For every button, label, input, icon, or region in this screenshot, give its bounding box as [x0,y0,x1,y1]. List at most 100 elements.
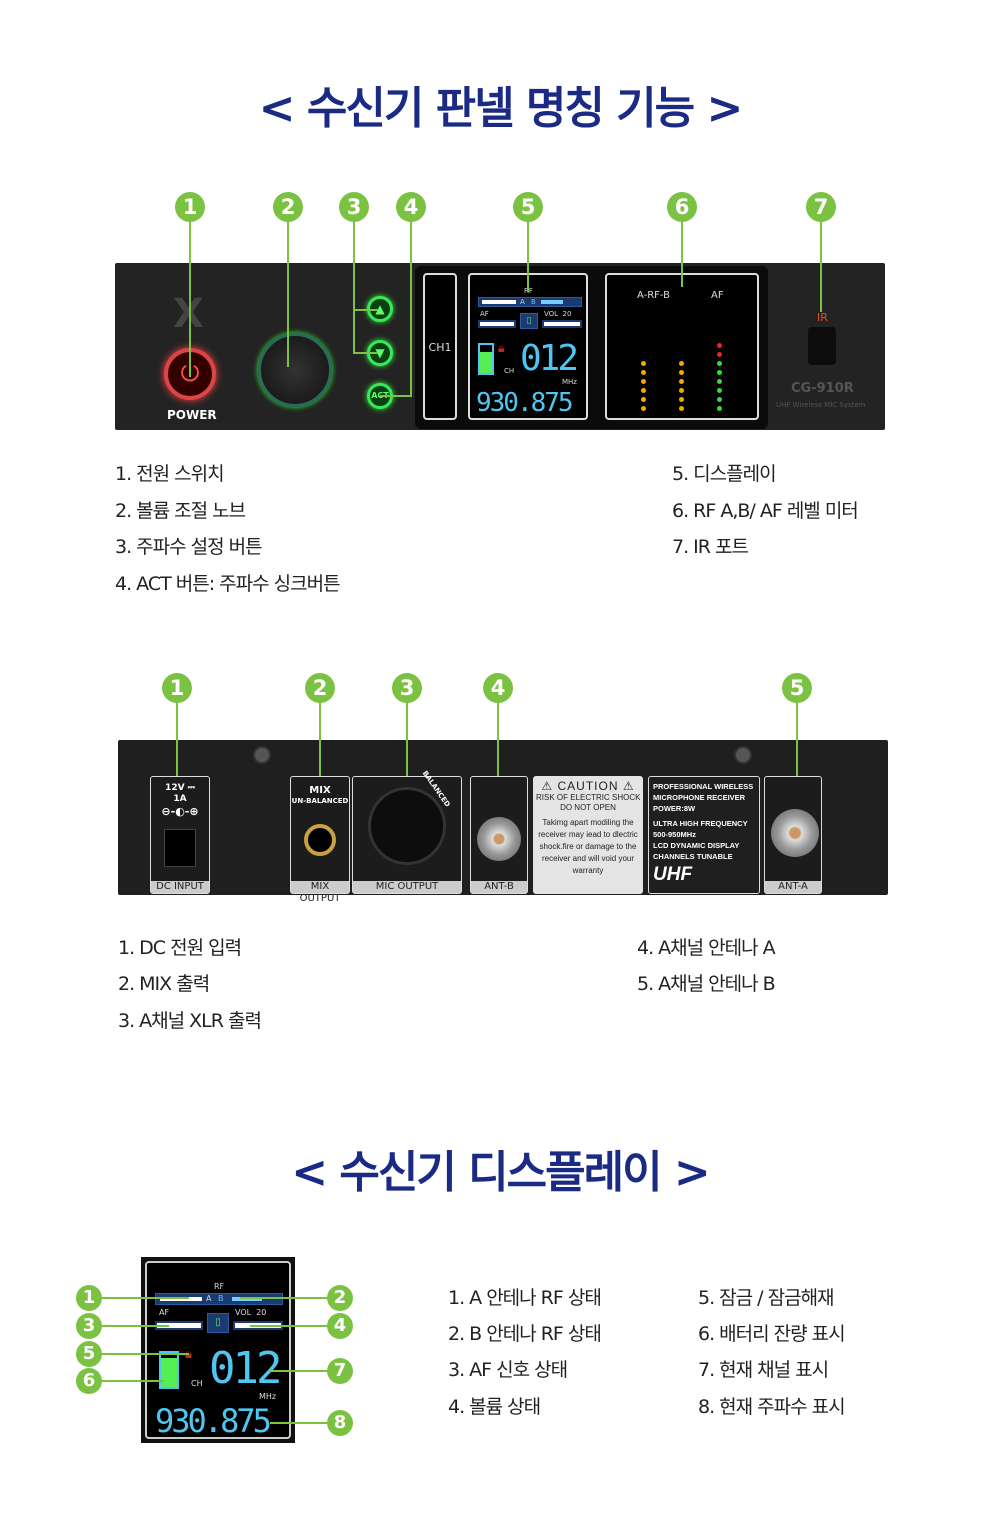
mic-output-label: MIC OUTPUT [353,881,461,893]
channel-number: 012 [520,338,579,379]
display-list-item: 2. B 안테나 RF 상태 [448,1323,602,1345]
frequency-value: 930.875 [476,388,574,418]
ch-small-label: CH [191,1379,203,1388]
frequency-down-button[interactable]: ▼ [367,340,393,366]
caution-title: CAUTION [557,779,619,793]
meter-dot [717,406,722,411]
meter-dot [641,406,646,411]
power-label: POWER [167,408,217,422]
ch-small-label: CH [504,367,515,375]
af-label: AF [480,310,489,318]
meter-dot [679,406,684,411]
spec-label: PROFESSIONAL WIRELESS MICROPHONE RECEIVE… [648,776,760,894]
callout-3: 3 [339,192,369,222]
rf-a: A [520,298,525,306]
spec-line: ULTRA HIGH FREQUENCY [653,819,748,828]
meter-dot [641,397,646,402]
lock-icon: 🔒︎ [498,341,505,355]
battery-icon [159,1351,179,1389]
transmitter-icon: ▯ [207,1313,229,1333]
mix-subtitle: UN-BALANCED [291,797,349,805]
rf-a: A [206,1294,212,1303]
vol-label: VOL 20 [544,310,572,318]
section-title-panel: < 수신기 판넬 명칭 기능 > [258,83,744,134]
rear-callout-5: 5 [782,673,812,703]
ant-a-port[interactable]: ANT-A [764,776,822,894]
front-list-item: 7. IR 포트 [672,536,749,558]
display-callout-7: 7 [327,1358,353,1384]
display-callout-4: 4 [327,1313,353,1339]
spec-line: MICROPHONE RECEIVER [653,793,746,802]
model-name: CG-910R [791,381,854,396]
callout-1: 1 [175,192,205,222]
display-callout-5: 5 [76,1341,102,1367]
section-title-display: < 수신기 디스플레이 > [291,1147,711,1198]
ant-b-label: ANT-B [471,881,527,893]
mic-output-port[interactable]: BALANCED MIC OUTPUT [352,769,462,894]
meter-rf-label: A-RF-B [637,290,671,301]
dc-input-port[interactable]: 12V ⎓ 1A ⊖-◐-⊕ DC INPUT [150,776,210,894]
rear-list-item: 5. A채널 안테나 B [637,973,776,995]
front-list-item: 1. 전원 스위치 [115,463,225,485]
display-list-item: 8. 현재 주파수 표시 [698,1396,846,1418]
display-callout-2: 2 [327,1285,353,1311]
meter-dot [641,388,646,393]
mix-output-port[interactable]: MIX UN-BALANCED MIX OUTPUT [290,776,350,904]
display-list-item: 5. 잠금 / 잠금해재 [698,1287,835,1309]
ant-b-port[interactable]: ANT-B [470,776,528,894]
transmitter-icon: ▯ [520,313,538,329]
mix-output-label: MIX OUTPUT [291,881,349,904]
rear-list-item: 3. A채널 XLR 출력 [118,1010,262,1032]
meter-af-label: AF [711,290,724,301]
af-label: AF [159,1308,170,1317]
ir-port [808,327,836,365]
display-callout-1: 1 [76,1285,102,1311]
rear-list-item: 4. A채널 안테나 A [637,937,776,959]
display-list-item: 6. 배터리 잔량 표시 [698,1323,846,1345]
callout-6: 6 [667,192,697,222]
ir-label: IR [817,311,828,324]
rf-b: B [531,298,536,306]
meter-dot [717,388,722,393]
spec-line: CHANNELS TUNABLE [653,852,733,861]
dc-spec-voltage: 12V ⎓ [165,783,195,793]
rear-panel: 12V ⎓ 1A ⊖-◐-⊕ DC INPUT MIX UN-BALANCED … [118,740,888,904]
rf-label: RF [214,1282,225,1291]
ant-a-label: ANT-A [765,881,821,893]
channel-number: 012 [209,1343,283,1394]
rf-b: B [218,1294,224,1303]
meter-dot [679,370,684,375]
rear-callout-4: 4 [483,673,513,703]
display-list-item: 3. AF 신호 상태 [448,1359,568,1381]
caution-line1: RISK OF ELECTRIC SHOCK [536,793,641,802]
caution-label: ⚠ CAUTION ⚠ RISK OF ELECTRIC SHOCK DO NO… [533,776,643,894]
rear-callout-3: 3 [392,673,422,703]
display-list-item: 1. A 안테나 RF 상태 [448,1287,602,1309]
callout-2: 2 [273,192,303,222]
display-callout-3: 3 [76,1313,102,1339]
screw-icon [253,746,271,764]
mix-title: MIX [309,785,331,796]
display-callout-8: 8 [327,1410,353,1436]
spec-line: PROFESSIONAL WIRELESS [653,782,754,791]
meter-dot [641,379,646,384]
volume-knob[interactable] [258,333,332,407]
front-list-item: 5. 디스플레이 [672,463,777,485]
model-subtitle: UHF Wireless MIC System [776,401,866,409]
lcd-display: RF A B AF VOL 20 ▯ 🔒︎ CH 012 MHz 930.875 [468,273,588,420]
callout-7: 7 [806,192,836,222]
mhz-label: MHz [562,378,577,386]
meter-dot [679,361,684,366]
screw-icon [734,746,752,764]
meter-dot [717,370,722,375]
meter-dot [717,379,722,384]
rear-list-item: 1. DC 전원 입력 [118,937,242,959]
uhf-label: UHF [653,864,693,885]
meter-dot [679,379,684,384]
display-list-item: 7. 현재 채널 표시 [698,1359,829,1381]
callout-4: 4 [396,192,426,222]
display-diagram: RF A B AF VOL 20 ▯ 🔒︎ CH 012 MHz 930.875 [141,1257,295,1443]
display-list-item: 4. 볼륨 상태 [448,1396,541,1418]
meter-dot [641,361,646,366]
front-panel: X ⏻ POWER ▲ ▼ ACT CH1 RF A B AF VOL 20 ▯… [115,263,885,430]
